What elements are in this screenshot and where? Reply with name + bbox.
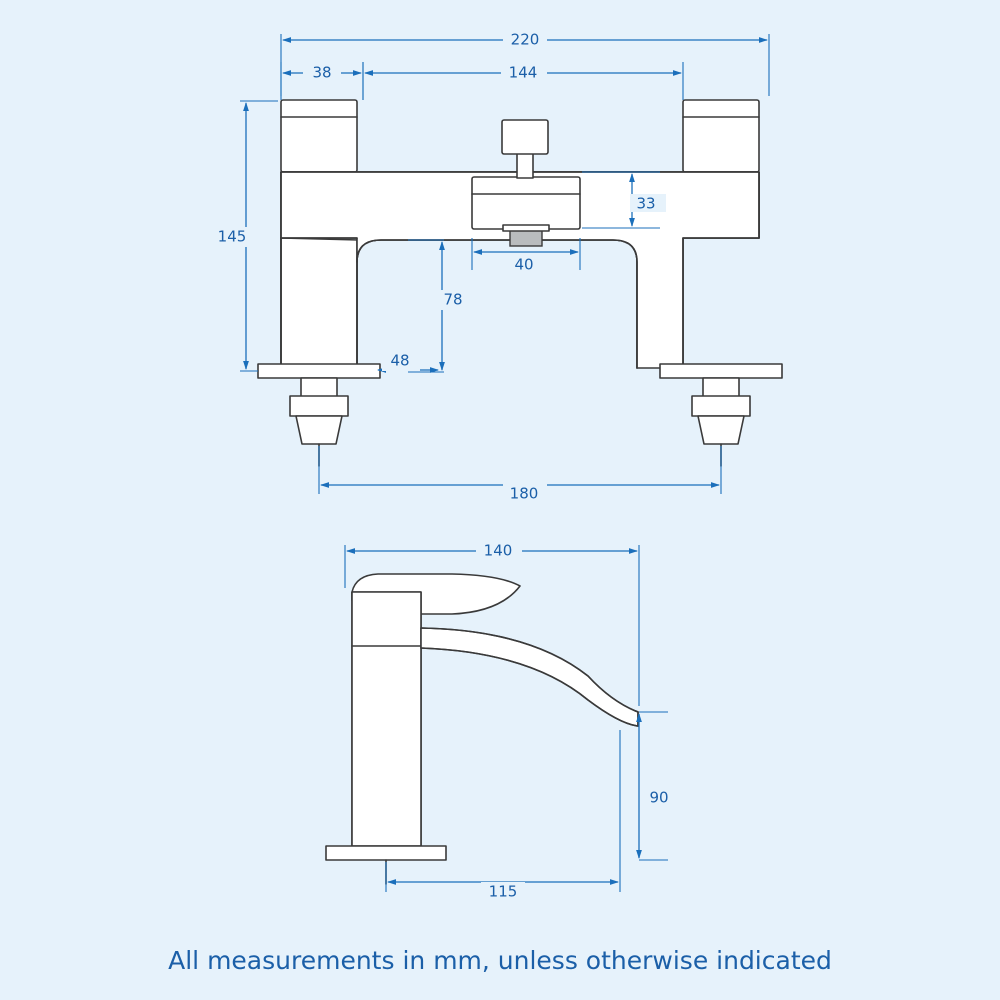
dimension-label-145: 145 xyxy=(218,228,247,246)
footer-note: All measurements in mm, unless otherwise… xyxy=(168,946,832,975)
dimension-diverter-width: 40 xyxy=(471,238,581,274)
dimension-label-33: 33 xyxy=(636,195,655,213)
dimension-spout-reach-basin: 115 xyxy=(385,730,621,902)
dimension-tap-hole-centres: 180 xyxy=(318,446,722,504)
dimension-overall-height-basin: 140 xyxy=(344,540,640,706)
dimension-label-48: 48 xyxy=(390,352,409,370)
dimension-label-140: 140 xyxy=(484,542,513,560)
dimension-label-40: 40 xyxy=(514,256,533,274)
dimension-label-38: 38 xyxy=(312,64,331,82)
dimension-overall-height: 145 xyxy=(218,100,278,372)
dimension-handle-centres: 144 xyxy=(362,62,684,100)
mixer-body-outline xyxy=(257,99,783,467)
dimension-spout-height: 78 xyxy=(408,239,472,373)
dimension-label-115: 115 xyxy=(489,883,518,901)
dimension-label-220: 220 xyxy=(511,31,540,49)
dimension-label-180: 180 xyxy=(510,485,539,503)
dimension-overall-width: 220 xyxy=(280,29,770,96)
dimension-label-90: 90 xyxy=(649,789,668,807)
dimension-spout-body-height: 33 xyxy=(582,171,666,229)
dimension-left-handle-offset: 38 xyxy=(280,62,364,100)
dimension-label-78: 78 xyxy=(443,291,462,309)
basin-mixer-side-view: 140 90 115 xyxy=(325,540,680,902)
dimension-spout-height-basin: 90 xyxy=(636,711,680,861)
bath-shower-mixer-front-view: 220 38 144 xyxy=(218,29,783,504)
dimension-label-144: 144 xyxy=(509,64,538,82)
dimension-base-width: 48 xyxy=(377,351,439,373)
basin-mixer-outline xyxy=(325,573,639,885)
